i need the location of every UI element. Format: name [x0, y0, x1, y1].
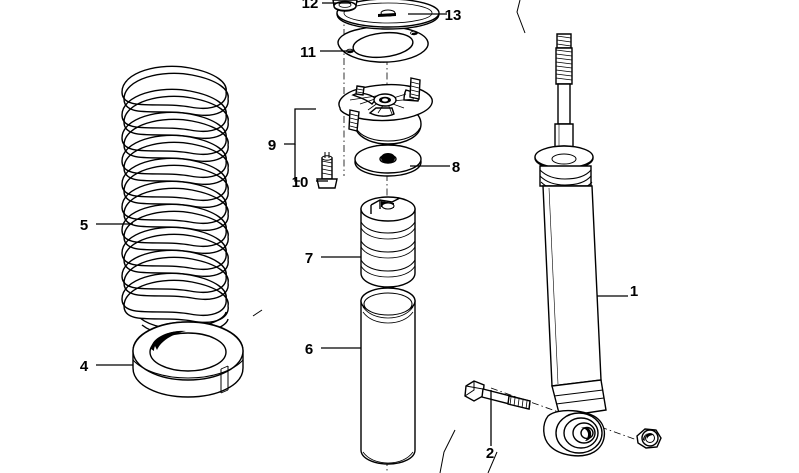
callout-4: 4 [80, 358, 133, 375]
callout-number-11: 11 [300, 44, 316, 61]
part-spring-pad-ring [132, 321, 244, 398]
part-washer-plate [354, 144, 422, 177]
callout-7: 7 [305, 250, 361, 267]
callout-13: 13 [408, 7, 461, 24]
part-nut-cap [332, 0, 358, 12]
callout-2: 2 [486, 390, 494, 462]
callout-number-13: 13 [445, 7, 462, 24]
part-shock-absorber [534, 33, 662, 457]
callout-9-bracket [284, 108, 316, 182]
callout-number-4: 4 [80, 358, 89, 375]
callout-5: 5 [80, 217, 133, 234]
part-cover-cap [336, 0, 440, 30]
part-gasket-plate [337, 25, 429, 63]
callout-6: 6 [305, 341, 361, 358]
callout-11: 11 [300, 44, 352, 61]
callout-number-8: 8 [452, 159, 460, 176]
partial-reference-outlines [252, 0, 526, 473]
part-protective-tube [360, 287, 416, 465]
callout-number-7: 7 [305, 250, 313, 267]
part-hex-bolt [464, 380, 531, 410]
callout-12: 12 [302, 0, 351, 12]
callout-9: 9 [268, 137, 276, 154]
callout-10: 10 [292, 174, 328, 191]
callout-number-2: 2 [486, 445, 494, 462]
callout-number-6: 6 [305, 341, 313, 358]
callout-number-12: 12 [302, 0, 319, 12]
part-guide-support-mount [338, 77, 433, 145]
callout-number-10: 10 [292, 174, 309, 191]
callout-8: 8 [410, 159, 460, 176]
callout-number-1: 1 [630, 283, 638, 300]
callout-number-5: 5 [80, 217, 88, 234]
callout-1: 1 [597, 283, 638, 300]
callout-number-9: 9 [268, 137, 276, 154]
part-additional-damper [360, 196, 416, 288]
